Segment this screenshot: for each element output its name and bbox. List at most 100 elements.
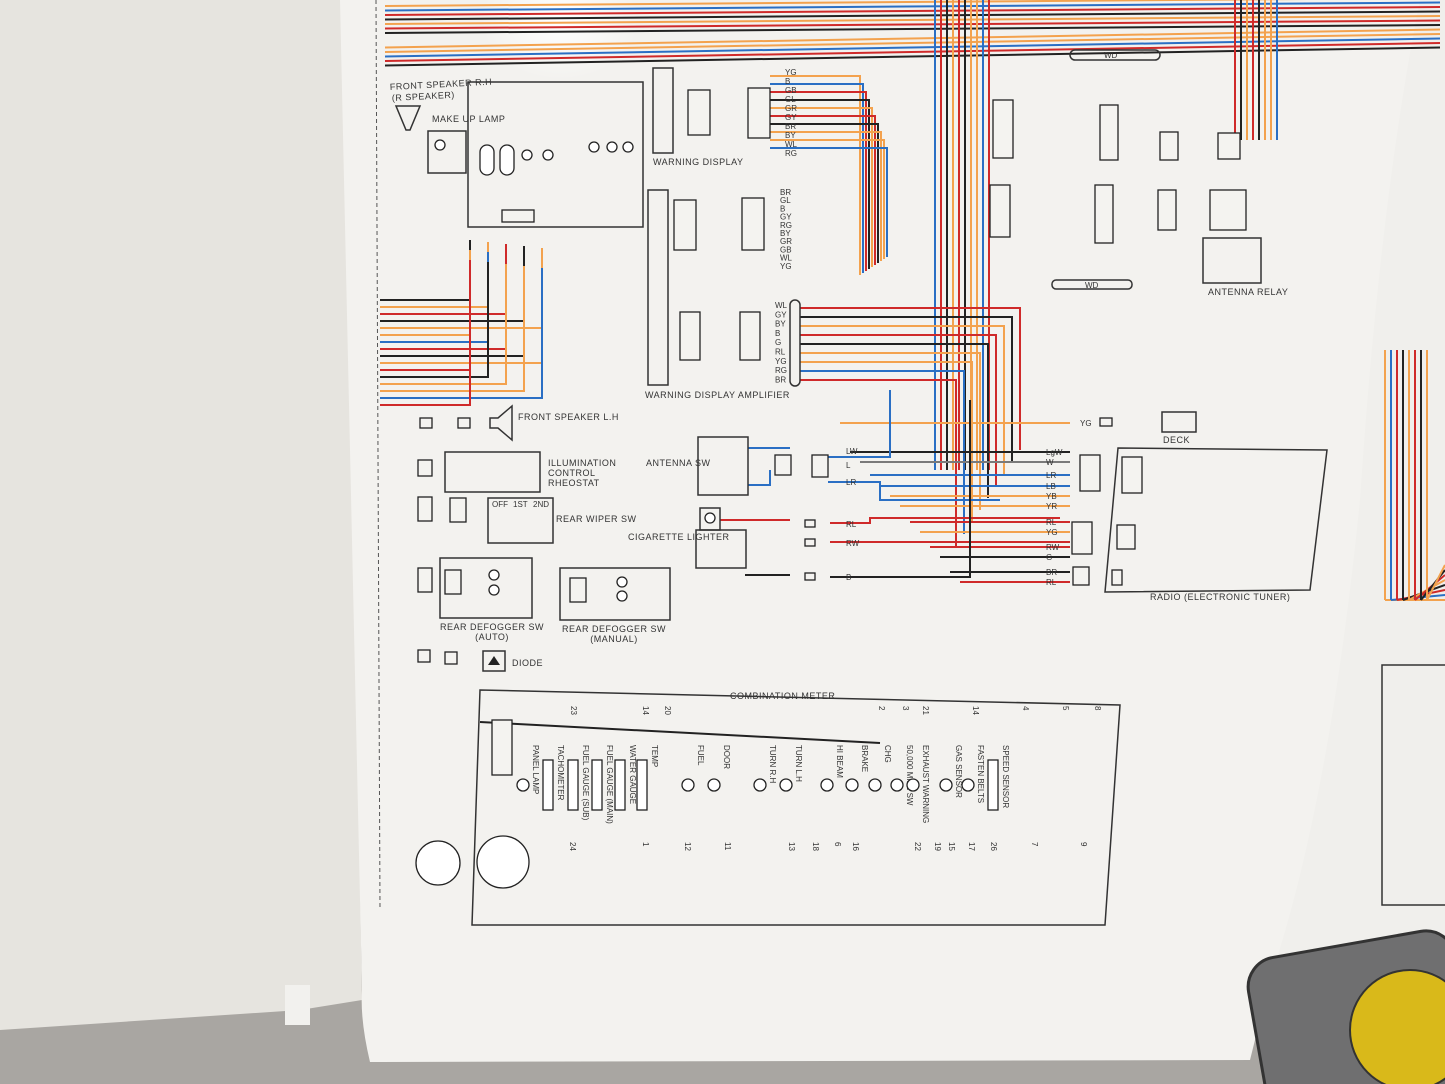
amplifier-wire-code: WL (780, 254, 793, 263)
speaker-icon (489, 404, 513, 442)
amplifier-wire-code: GL (780, 196, 791, 205)
wire-orange (380, 266, 525, 392)
meter-pin-top: 23 (569, 706, 578, 715)
indicator-lamp-icon (779, 778, 793, 792)
connector (747, 87, 771, 139)
meter-pin-bottom: 24 (568, 842, 577, 851)
warning-display-wire-code: B (785, 77, 790, 86)
indicator-lamp-icon (707, 778, 721, 792)
indicator-lamp-icon (820, 778, 834, 792)
meter-pin-bottom: 16 (851, 842, 860, 851)
wire-orange (384, 0, 1309, 7)
indicator-lamp-icon (753, 778, 767, 792)
wire-red (800, 334, 997, 486)
meter-item-label: PANEL LAMP (531, 745, 540, 794)
rear-wiper-sw: OFF 1ST 2ND REAR WIPER SW (417, 496, 636, 544)
wire-red (800, 307, 1021, 450)
meter-item-label: 50,000 MILE SW (905, 745, 914, 806)
wire-orange (770, 131, 882, 261)
amplifier-wire-code: WL (775, 301, 788, 310)
meter-pin-top: 4 (1021, 706, 1030, 711)
amplifier-wire-code: GY (780, 213, 792, 222)
wire-black (830, 400, 971, 578)
connector (1094, 184, 1114, 244)
wire-red (770, 91, 867, 271)
lamp-icon (434, 139, 446, 151)
amplifier-wire-code: BR (775, 375, 786, 384)
warning-display-wire-code: GB (785, 86, 797, 95)
meter-item-label: FUEL (696, 745, 705, 766)
wire-orange (800, 352, 981, 510)
connector (992, 99, 1014, 159)
wire-red (830, 517, 1060, 524)
main-page (340, 0, 1420, 1062)
wire-black (800, 343, 989, 498)
amplifier-wire-code: BY (775, 320, 786, 329)
connector (673, 199, 697, 251)
wd-junction (1069, 49, 1161, 61)
meter-pin-top: 14 (641, 706, 650, 715)
meter-item-label: FASTEN BELTS (976, 745, 985, 803)
meter-pin-top: 20 (663, 706, 672, 715)
amplifier-wire-code: GY (775, 310, 787, 319)
lighter-wire-code: RL (846, 520, 857, 529)
connector (1159, 131, 1179, 161)
wire-black (770, 123, 879, 263)
radio-wire-code: RW (1046, 543, 1060, 552)
deck: DECK (1099, 411, 1197, 445)
radio-wire-code: YR (1046, 502, 1057, 511)
indicator-lamp-icon (906, 778, 920, 792)
rear-defogger-sw-auto (417, 557, 533, 619)
gauge-icon (591, 759, 603, 811)
radio-wire-code: LgW (1046, 448, 1063, 457)
radio-wire-code: LB (1046, 482, 1056, 491)
wire-blue (770, 147, 888, 257)
warning-display-amplifier: WARNING DISPLAY AMPLIFIER (645, 189, 801, 400)
radio-wire-code: G (1046, 553, 1052, 562)
connector (491, 719, 513, 776)
radio-electronic-tuner: RADIO (ELECTRONIC TUNER) (1071, 447, 1328, 602)
page-dashed-border (375, 0, 381, 911)
wire-black (380, 262, 489, 378)
combination-meter-label: COMBINATION METER (730, 691, 835, 701)
wire-blue (380, 268, 543, 399)
cigarette-lighter: CIGARETTE LIGHTER (628, 507, 747, 569)
meter-pin-bottom: 11 (723, 842, 732, 851)
wire-orange (800, 325, 1005, 474)
wire-blue (770, 83, 864, 273)
meter-pin-bottom: 1 (641, 842, 650, 847)
meter-connector-round (415, 840, 461, 886)
meter-pin-bottom: 15 (947, 842, 956, 851)
meter-pin-top: 3 (901, 706, 910, 711)
cigarette-lighter-label: CIGARETTE LIGHTER (628, 532, 730, 542)
wire-red (800, 379, 957, 546)
light-glare (480, 0, 640, 80)
amplifier-wire-code: B (775, 329, 780, 338)
wd-label: WD (1085, 281, 1099, 290)
wiper-position-1st: 1ST (513, 500, 528, 509)
meter-pin-top: 21 (921, 706, 930, 715)
indicator-lamp-icon (516, 778, 530, 792)
radio-label: RADIO (ELECTRONIC TUNER) (1150, 592, 1290, 602)
amplifier-wire-code: RL (775, 348, 786, 357)
front-speaker-lh-label: FRONT SPEAKER L.H (518, 412, 619, 422)
wire-orange (1426, 564, 1445, 601)
wire-black (800, 316, 1013, 462)
antenna-sw-label: ANTENNA SW (646, 458, 711, 468)
amplifier-wire-code: GB (780, 245, 792, 254)
meter-pin-top: 14 (971, 706, 980, 715)
lighter-wire-code: RW (846, 539, 860, 548)
meter-item-label: FUEL GAUGE (MAIN) (605, 745, 614, 824)
cable-legend-box (1381, 664, 1445, 906)
page-tab (285, 985, 310, 1025)
warning-display-wire-code: GR (785, 104, 797, 113)
wire-blue (828, 481, 1000, 501)
amplifier-wire-code: BY (780, 229, 791, 238)
tape-measure (1246, 929, 1445, 1084)
wire-blue (748, 470, 771, 486)
diode-icon (488, 656, 500, 665)
warning-display: WARNING DISPLAY (652, 67, 771, 167)
meter-pin-bottom: 22 (913, 842, 922, 851)
warning-display-wire-code: WL (785, 140, 798, 149)
